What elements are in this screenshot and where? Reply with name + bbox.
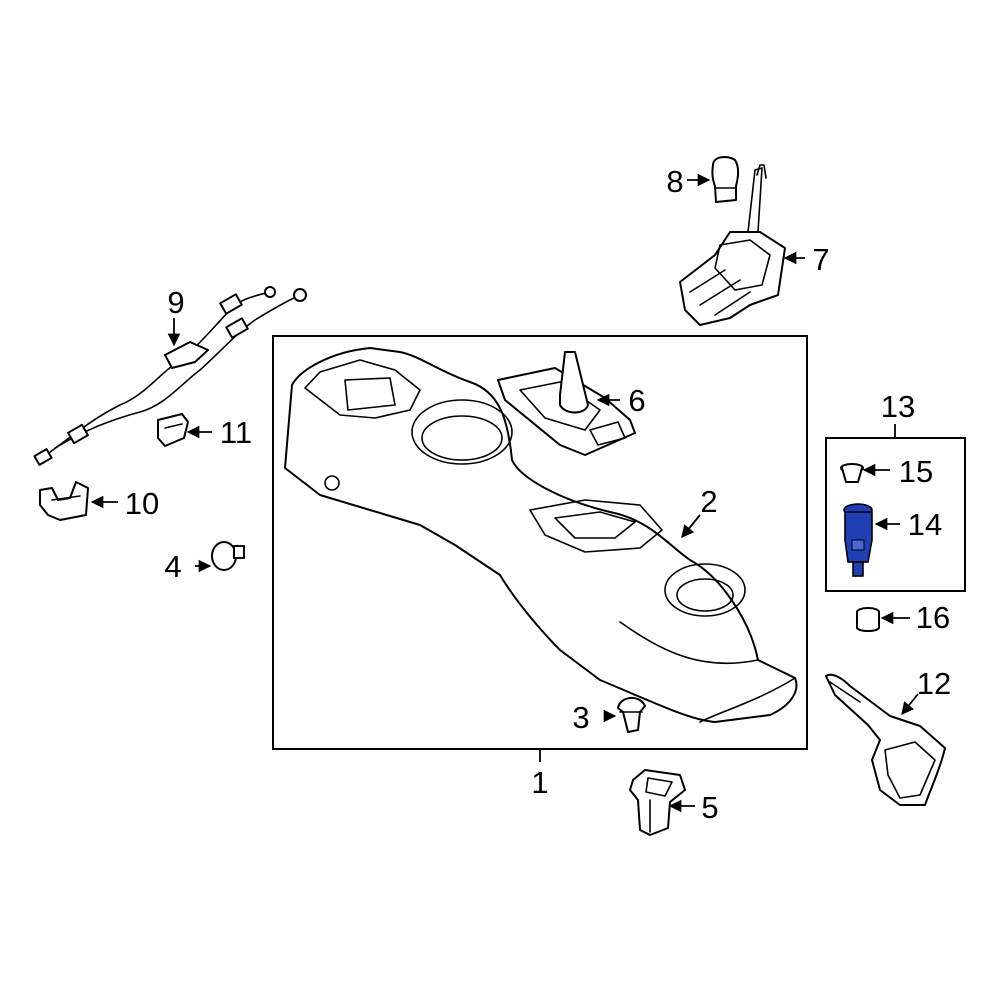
part-2-center-console[interactable] xyxy=(284,347,798,723)
callout-16: 16 xyxy=(916,600,950,635)
part-9-shift-cables[interactable] xyxy=(33,286,307,466)
part-4-push-pin[interactable] xyxy=(211,541,245,571)
part-8-shift-knob[interactable] xyxy=(711,156,740,203)
callout-1: 1 xyxy=(531,765,548,800)
part-7-shifter-assembly[interactable] xyxy=(679,164,786,326)
callout-8: 8 xyxy=(666,164,683,199)
part-12-parking-brake-lever[interactable] xyxy=(825,673,946,806)
callout-10: 10 xyxy=(125,486,159,521)
callout-9: 9 xyxy=(167,285,184,320)
callout-3: 3 xyxy=(572,700,589,735)
callout-4: 4 xyxy=(164,549,181,584)
callout-5: 5 xyxy=(701,790,718,825)
part-6-shift-boot[interactable] xyxy=(497,351,636,456)
callout-13: 13 xyxy=(881,389,915,424)
part-16-cap[interactable] xyxy=(856,607,880,632)
callout-7: 7 xyxy=(812,242,829,277)
callout-6: 6 xyxy=(628,383,645,418)
callout-11: 11 xyxy=(220,415,252,450)
part-10-bracket[interactable] xyxy=(39,481,89,521)
part-5-bracket[interactable] xyxy=(629,769,686,836)
callout-2: 2 xyxy=(700,484,717,519)
part-15-cap[interactable] xyxy=(840,463,864,483)
part-14-socket[interactable] xyxy=(843,503,873,577)
callout-12: 12 xyxy=(917,666,951,701)
callout-14: 14 xyxy=(908,507,942,542)
callout-15: 15 xyxy=(899,454,933,489)
part-3-push-clip[interactable] xyxy=(617,697,646,733)
part-11-clip[interactable] xyxy=(157,413,189,447)
